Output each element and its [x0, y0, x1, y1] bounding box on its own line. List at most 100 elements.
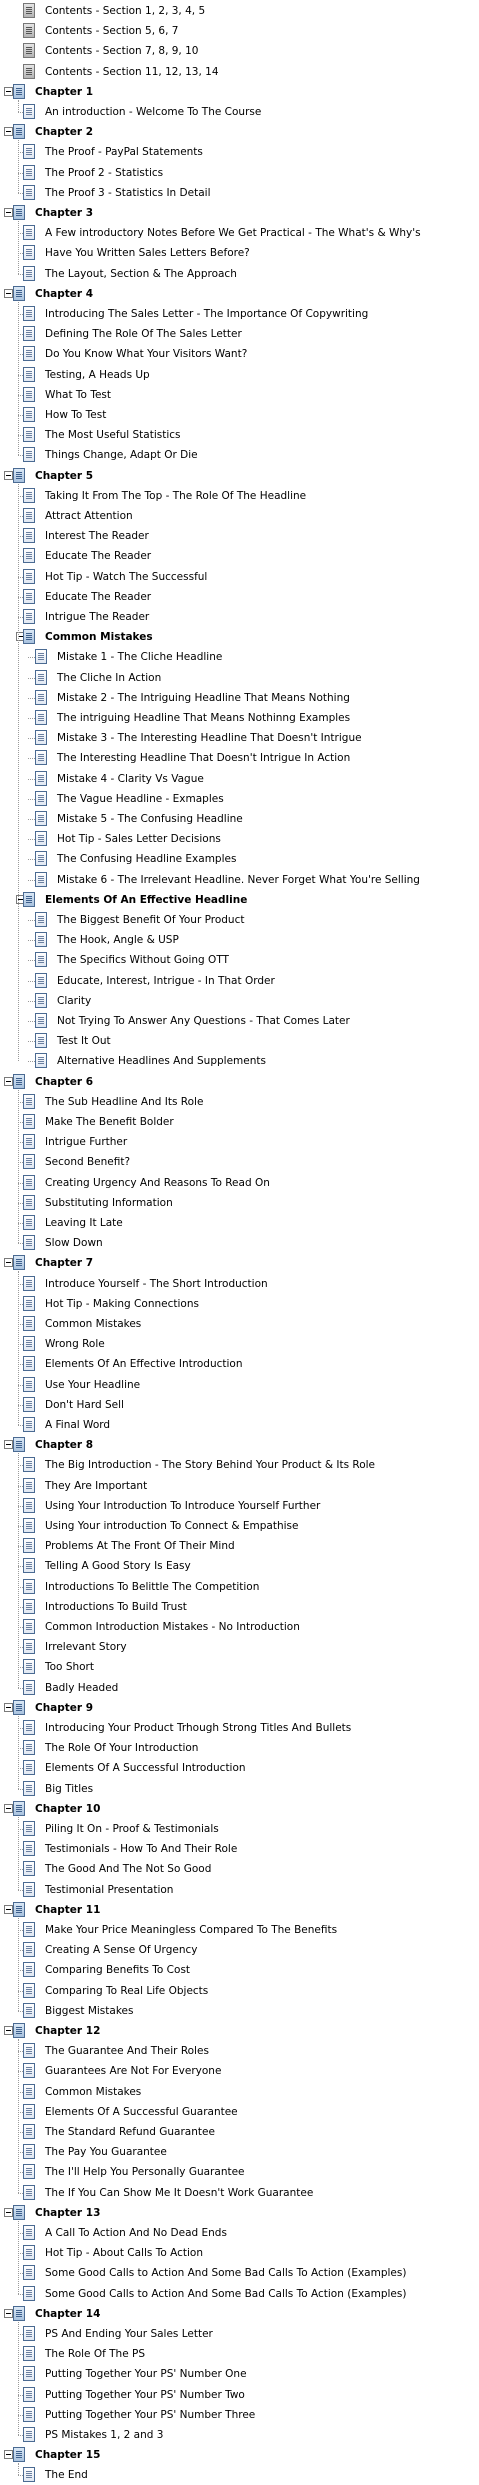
tree-item-an-introduction-welcome-to-the-course[interactable]: An introduction - Welcome To The Course	[0, 102, 479, 122]
collapse-toggle-icon[interactable]	[4, 2207, 13, 2217]
tree-item-the-specifics-without-going-ott[interactable]: The Specifics Without Going OTT	[0, 950, 479, 970]
tree-item-use-your-headline[interactable]: Use Your Headline	[0, 1375, 479, 1395]
tree-item-comparing-benefits-to-cost[interactable]: Comparing Benefits To Cost	[0, 1960, 479, 1980]
tree-item-taking-it-from-the-top-the-role-of-the-h[interactable]: Taking It From The Top - The Role Of The…	[0, 486, 479, 506]
tree-item-not-trying-to-answer-any-questions-that-[interactable]: Not Trying To Answer Any Questions - Tha…	[0, 1011, 479, 1031]
tree-item-substituting-information[interactable]: Substituting Information	[0, 1193, 479, 1213]
tree-item-elements-of-a-successful-introduction[interactable]: Elements Of A Successful Introduction	[0, 1758, 479, 1778]
tree-item-the-sub-headline-and-its-role[interactable]: The Sub Headline And Its Role	[0, 1092, 479, 1112]
collapse-toggle-icon[interactable]	[4, 2450, 13, 2460]
tree-folder-chapter-6[interactable]: Chapter 6	[0, 1072, 479, 1092]
tree-item-testing-a-heads-up[interactable]: Testing, A Heads Up	[0, 365, 479, 385]
tree-item-a-few-introductory-notes-before-we-get-p[interactable]: A Few introductory Notes Before We Get P…	[0, 223, 479, 243]
tree-item-the-i-ll-help-you-personally-guarantee[interactable]: The I'll Help You Personally Guarantee	[0, 2162, 479, 2182]
tree-item-educate-the-reader[interactable]: Educate The Reader	[0, 587, 479, 607]
tree-item-biggest-mistakes[interactable]: Biggest Mistakes	[0, 2001, 479, 2021]
tree-item-things-change-adapt-or-die[interactable]: Things Change, Adapt Or Die	[0, 445, 479, 465]
tree-folder-chapter-8[interactable]: Chapter 8	[0, 1435, 479, 1455]
tree-item-badly-headed[interactable]: Badly Headed	[0, 1678, 479, 1698]
tree-item-what-to-test[interactable]: What To Test	[0, 385, 479, 405]
tree-item-putting-together-your-ps-number-three[interactable]: Putting Together Your PS' Number Three	[0, 2405, 479, 2425]
tree-item-putting-together-your-ps-number-two[interactable]: Putting Together Your PS' Number Two	[0, 2385, 479, 2405]
tree-folder-chapter-2[interactable]: Chapter 2	[0, 122, 479, 142]
tree-item-the-end[interactable]: The End	[0, 2465, 479, 2485]
tree-item-contents-section-11-12-13-14[interactable]: Contents - Section 11, 12, 13, 14	[0, 62, 479, 82]
collapse-toggle-icon[interactable]	[4, 2026, 13, 2035]
tree-item-make-your-price-meaningless-compared-to-[interactable]: Make Your Price Meaningless Compared To …	[0, 1920, 479, 1940]
collapse-toggle-icon[interactable]	[4, 2308, 13, 2318]
tree-item-elements-of-a-successful-guarantee[interactable]: Elements Of A Successful Guarantee	[0, 2102, 479, 2122]
tree-item-contents-section-1-2-3-4-5[interactable]: Contents - Section 1, 2, 3, 4, 5	[0, 1, 479, 21]
tree-item-the-interesting-headline-that-doesn-t-in[interactable]: The Interesting Headline That Doesn't In…	[0, 748, 479, 768]
tree-item-mistake-3-the-interesting-headline-that-[interactable]: Mistake 3 - The Interesting Headline Tha…	[0, 728, 479, 748]
tree-item-hot-tip-watch-the-successful[interactable]: Hot Tip - Watch The Successful	[0, 567, 479, 587]
tree-item-ps-and-ending-your-sales-letter[interactable]: PS And Ending Your Sales Letter	[0, 2324, 479, 2344]
collapse-toggle-icon[interactable]	[4, 1258, 13, 1268]
tree-folder-chapter-5[interactable]: Chapter 5	[0, 466, 479, 486]
tree-item-hot-tip-about-calls-to-action[interactable]: Hot Tip - About Calls To Action	[0, 2243, 479, 2263]
tree-item-the-role-of-the-ps[interactable]: The Role Of The PS	[0, 2344, 479, 2364]
tree-item-the-vague-headline-exmaples[interactable]: The Vague Headline - Exmaples	[0, 789, 479, 809]
tree-item-creating-urgency-and-reasons-to-read-on[interactable]: Creating Urgency And Reasons To Read On	[0, 1173, 479, 1193]
tree-item-introductions-to-build-trust[interactable]: Introductions To Build Trust	[0, 1597, 479, 1617]
tree-item-contents-section-5-6-7[interactable]: Contents - Section 5, 6, 7	[0, 21, 479, 41]
collapse-toggle-icon[interactable]	[4, 1076, 13, 1086]
tree-item-the-if-you-can-show-me-it-doesn-t-work-g[interactable]: The If You Can Show Me It Doesn't Work G…	[0, 2183, 479, 2203]
tree-item-educate-the-reader[interactable]: Educate The Reader	[0, 546, 479, 566]
tree-folder-chapter-1[interactable]: Chapter 1	[0, 82, 479, 102]
tree-item-they-are-important[interactable]: They Are Important	[0, 1476, 479, 1496]
tree-item-introduce-yourself-the-short-introductio[interactable]: Introduce Yourself - The Short Introduct…	[0, 1274, 479, 1294]
tree-item-leaving-it-late[interactable]: Leaving It Late	[0, 1213, 479, 1233]
tree-folder-chapter-14[interactable]: Chapter 14	[0, 2304, 479, 2324]
tree-folder-chapter-15[interactable]: Chapter 15	[0, 2445, 479, 2465]
tree-item-a-call-to-action-and-no-dead-ends[interactable]: A Call To Action And No Dead Ends	[0, 2223, 479, 2243]
tree-item-testimonials-how-to-and-their-role[interactable]: Testimonials - How To And Their Role	[0, 1839, 479, 1859]
tree-item-telling-a-good-story-is-easy[interactable]: Telling A Good Story Is Easy	[0, 1556, 479, 1576]
tree-item-intrigue-the-reader[interactable]: Intrigue The Reader	[0, 607, 479, 627]
tree-item-second-benefit[interactable]: Second Benefit?	[0, 1152, 479, 1172]
tree-item-some-good-calls-to-action-and-some-bad-c[interactable]: Some Good Calls to Action And Some Bad C…	[0, 2263, 479, 2283]
tree-item-the-biggest-benefit-of-your-product[interactable]: The Biggest Benefit Of Your Product	[0, 910, 479, 930]
tree-item-educate-interest-intrigue-in-that-order[interactable]: Educate, Interest, Intrigue - In That Or…	[0, 971, 479, 991]
tree-item-the-guarantee-and-their-roles[interactable]: The Guarantee And Their Roles	[0, 2041, 479, 2061]
tree-item-do-you-know-what-your-visitors-want[interactable]: Do You Know What Your Visitors Want?	[0, 344, 479, 364]
tree-item-mistake-2-the-intriguing-headline-that-m[interactable]: Mistake 2 - The Intriguing Headline That…	[0, 688, 479, 708]
tree-item-too-short[interactable]: Too Short	[0, 1657, 479, 1677]
tree-item-don-t-hard-sell[interactable]: Don't Hard Sell	[0, 1395, 479, 1415]
tree-folder-chapter-13[interactable]: Chapter 13	[0, 2203, 479, 2223]
tree-folder-chapter-3[interactable]: Chapter 3	[0, 203, 479, 223]
tree-folder-chapter-12[interactable]: Chapter 12	[0, 2021, 479, 2041]
tree-item-the-proof-paypal-statements[interactable]: The Proof - PayPal Statements	[0, 142, 479, 162]
tree-folder-chapter-10[interactable]: Chapter 10	[0, 1799, 479, 1819]
tree-item-introducing-the-sales-letter-the-importa[interactable]: Introducing The Sales Letter - The Impor…	[0, 304, 479, 324]
tree-item-the-cliche-in-action[interactable]: The Cliche In Action	[0, 668, 479, 688]
tree-item-the-good-and-the-not-so-good[interactable]: The Good And The Not So Good	[0, 1859, 479, 1879]
tree-item-the-proof-3-statistics-in-detail[interactable]: The Proof 3 - Statistics In Detail	[0, 183, 479, 203]
tree-item-the-proof-2-statistics[interactable]: The Proof 2 - Statistics	[0, 163, 479, 183]
collapse-toggle-icon[interactable]	[4, 1440, 13, 1450]
tree-item-the-hook-angle-usp[interactable]: The Hook, Angle & USP	[0, 930, 479, 950]
tree-item-putting-together-your-ps-number-one[interactable]: Putting Together Your PS' Number One	[0, 2364, 479, 2384]
tree-folder-chapter-4[interactable]: Chapter 4	[0, 284, 479, 304]
tree-item-the-standard-refund-guarantee[interactable]: The Standard Refund Guarantee	[0, 2122, 479, 2142]
tree-item-introductions-to-belittle-the-competitio[interactable]: Introductions To Belittle The Competitio…	[0, 1577, 479, 1597]
tree-folder-chapter-7[interactable]: Chapter 7	[0, 1253, 479, 1273]
collapse-toggle-icon[interactable]	[4, 86, 13, 96]
tree-item-wrong-role[interactable]: Wrong Role	[0, 1334, 479, 1354]
tree-item-problems-at-the-front-of-their-mind[interactable]: Problems At The Front Of Their Mind	[0, 1536, 479, 1556]
tree-item-test-it-out[interactable]: Test It Out	[0, 1031, 479, 1051]
tree-item-attract-attention[interactable]: Attract Attention	[0, 506, 479, 526]
tree-item-mistake-5-the-confusing-headline[interactable]: Mistake 5 - The Confusing Headline	[0, 809, 479, 829]
collapse-toggle-icon[interactable]	[4, 470, 13, 480]
collapse-toggle-icon[interactable]	[4, 127, 13, 137]
tree-folder-elements-of-an-effective-headline[interactable]: Elements Of An Effective Headline	[0, 890, 479, 910]
tree-item-piling-it-on-proof-testimonials[interactable]: Piling It On - Proof & Testimonials	[0, 1819, 479, 1839]
tree-item-ps-mistakes-1-2-and-3[interactable]: PS Mistakes 1, 2 and 3	[0, 2425, 479, 2445]
tree-item-common-mistakes[interactable]: Common Mistakes	[0, 2082, 479, 2102]
tree-item-guarantees-are-not-for-everyone[interactable]: Guarantees Are Not For Everyone	[0, 2061, 479, 2081]
tree-item-introducing-your-product-trhough-strong-[interactable]: Introducing Your Product Trhough Strong …	[0, 1718, 479, 1738]
tree-item-contents-section-7-8-9-10[interactable]: Contents - Section 7, 8, 9, 10	[0, 41, 479, 61]
tree-item-common-introduction-mistakes-no-introduc[interactable]: Common Introduction Mistakes - No Introd…	[0, 1617, 479, 1637]
tree-folder-chapter-11[interactable]: Chapter 11	[0, 1900, 479, 1920]
tree-item-creating-a-sense-of-urgency[interactable]: Creating A Sense Of Urgency	[0, 1940, 479, 1960]
